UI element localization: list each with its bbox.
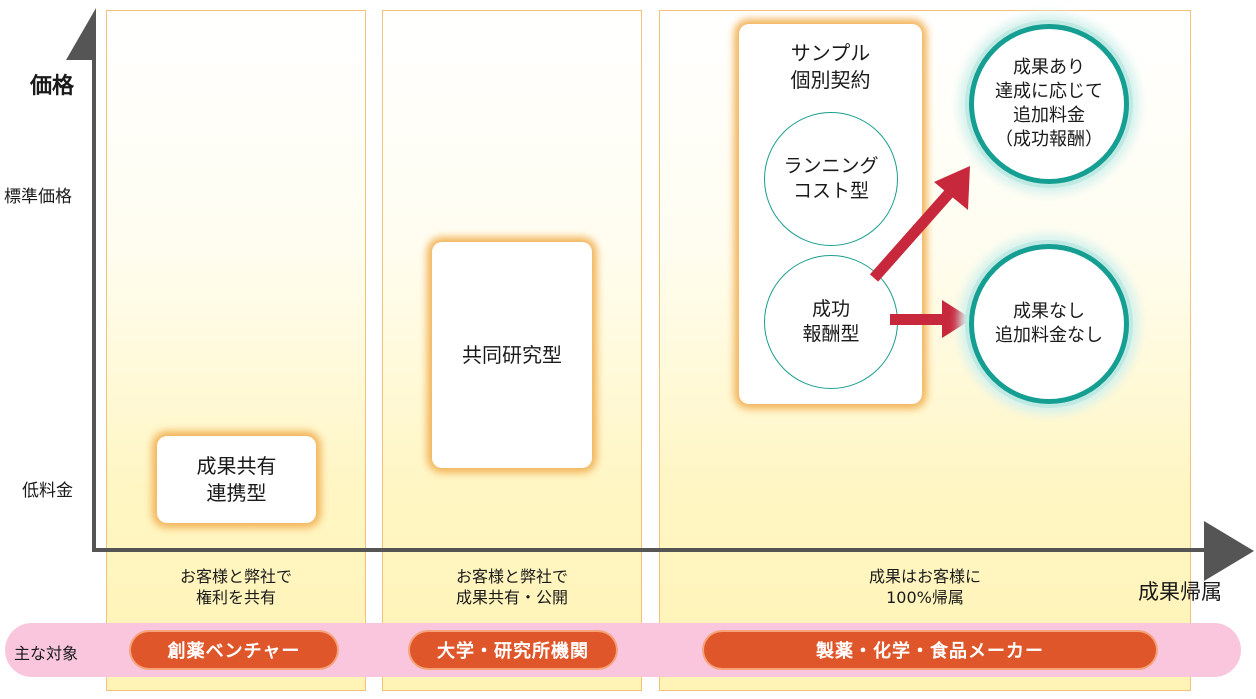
- target-pill-university: 大学・研究所機関: [410, 632, 616, 668]
- target-pill-manufacturers: 製薬・化学・食品メーカー: [704, 632, 1156, 668]
- result-none-circle: 成果なし 追加料金なし: [969, 244, 1129, 404]
- result-success-line-4: （成功報酬）: [995, 129, 1103, 150]
- arrow-up-right-icon: [869, 166, 970, 282]
- result-success-line-3: 追加料金: [1013, 105, 1085, 126]
- running-cost-circle: ランニング コスト型: [764, 112, 898, 246]
- target-pill-biotech-venture: 創薬ベンチャー: [131, 632, 337, 668]
- y-axis: [92, 30, 96, 552]
- partnership-box-line-1: 成果共有: [196, 453, 277, 478]
- arrow-right-icon: [890, 300, 972, 338]
- running-cost-line-1: ランニング: [783, 155, 879, 177]
- sample-contract-desc-line-2: 100%帰属: [886, 588, 964, 607]
- result-none-line-2: 追加料金なし: [995, 325, 1103, 346]
- y-axis-title: 価格: [30, 74, 75, 99]
- result-success-line-2: 達成に応じて: [995, 81, 1103, 102]
- success-fee-line-2: 報酬型: [802, 323, 860, 345]
- arrows-svg: [869, 166, 972, 338]
- result-success-line-1: 成果あり: [1013, 57, 1085, 78]
- target-label: 主な対象: [14, 644, 79, 663]
- y-tick-standard-price: 標準価格: [4, 187, 72, 207]
- success-fee-line-1: 成功: [811, 298, 850, 320]
- y-axis-arrow-icon: [66, 8, 96, 60]
- partnership-box: 成果共有 連携型: [157, 436, 316, 523]
- joint-research-desc: お客様と弊社で 成果共有・公開: [382, 566, 642, 608]
- joint-research-desc-line-2: 成果共有・公開: [455, 588, 568, 607]
- joint-research-box: 共同研究型: [432, 242, 592, 468]
- running-cost-line-2: コスト型: [792, 180, 869, 202]
- sample-contract-desc-line-1: 成果はお客様に: [868, 567, 981, 586]
- partnership-box-line-2: 連携型: [206, 480, 267, 505]
- joint-research-desc-line-1: お客様と弊社で: [455, 567, 568, 586]
- sample-contract-box-line-2: 個別契約: [790, 68, 871, 92]
- partnership-desc-line-1: お客様と弊社で: [179, 567, 292, 586]
- sample-contract-desc: 成果はお客様に 100%帰属: [659, 566, 1191, 608]
- partnership-desc: お客様と弊社で 権利を共有: [106, 566, 366, 608]
- x-axis-arrow-icon: [1204, 521, 1254, 581]
- partnership-desc-line-2: 権利を共有: [195, 588, 276, 607]
- x-axis: [92, 548, 1222, 552]
- joint-research-box-label: 共同研究型: [462, 342, 562, 367]
- sample-contract-box-line-1: サンプル: [790, 41, 871, 65]
- result-none-line-1: 成果なし: [1013, 301, 1085, 322]
- y-tick-low-fee: 低料金: [22, 481, 73, 501]
- result-success-circle: 成果あり 達成に応じて 追加料金 （成功報酬）: [969, 24, 1129, 184]
- column-partnership: [106, 10, 366, 691]
- x-axis-title: 成果帰属: [1138, 580, 1222, 604]
